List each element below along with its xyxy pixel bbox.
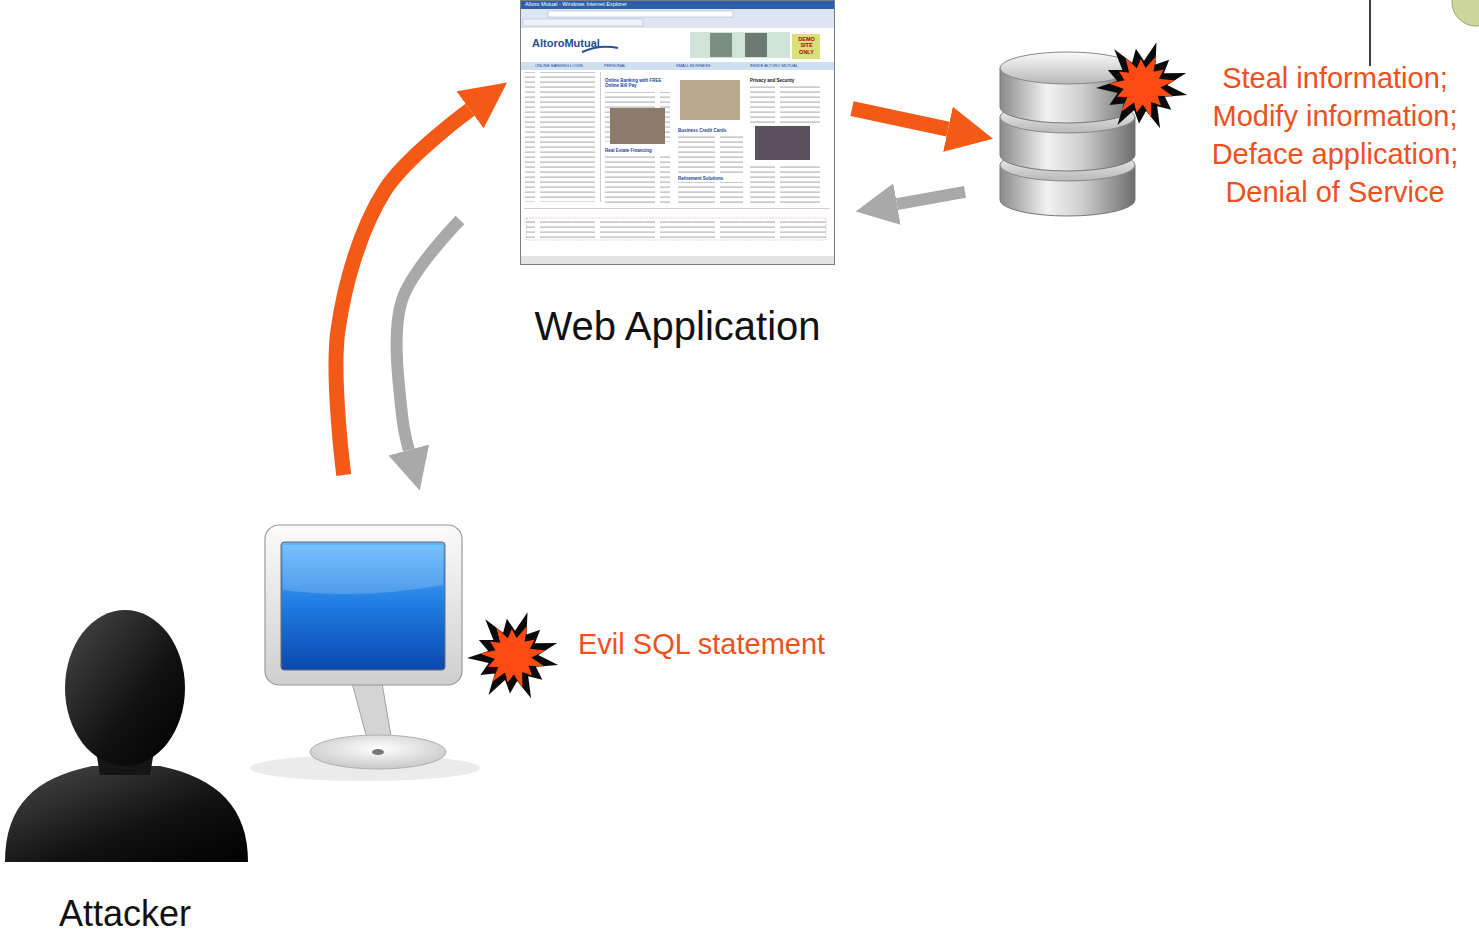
explosion-inner bbox=[1109, 56, 1175, 118]
response-arrow bbox=[397, 220, 460, 450]
actor-label: Attacker bbox=[30, 893, 220, 934]
attacker-silhouette bbox=[5, 610, 248, 862]
content-heading: Real Estate Financing bbox=[605, 148, 673, 153]
leader-line bbox=[1369, 0, 1371, 66]
computer-icon bbox=[250, 525, 480, 781]
nav-item: INSIDE ALTORO MUTUAL bbox=[750, 64, 830, 69]
nav-item: PERSONAL bbox=[604, 64, 669, 69]
nav-item: ONLINE BANKING LOGIN bbox=[535, 64, 600, 69]
node-title: Web Application bbox=[475, 300, 880, 352]
result-arrow bbox=[897, 192, 965, 204]
browser-screenshot bbox=[521, 1, 835, 265]
explosion-inner bbox=[480, 626, 546, 688]
site-logo: AltoroMutual bbox=[532, 37, 632, 50]
content-heading: Privacy and Security bbox=[750, 78, 820, 83]
content-heading: Online Banking with FREE Online Bill Pay bbox=[605, 78, 673, 88]
computer-node: Evil SQL statement bbox=[265, 525, 462, 775]
content-heading: Retirement Solutions bbox=[678, 176, 746, 181]
explosion-symbol bbox=[1096, 42, 1187, 128]
query-arrow bbox=[852, 109, 948, 130]
database-node: Steal information; Modify information; D… bbox=[1000, 50, 1135, 215]
nav-item: SMALL BUSINESS bbox=[676, 64, 746, 69]
explosion-outer bbox=[1096, 42, 1187, 128]
impact-list: Steal information; Modify information; D… bbox=[1200, 59, 1470, 211]
request-arrow bbox=[336, 110, 470, 475]
attack-label: Evil SQL statement bbox=[578, 626, 878, 664]
explosion-symbol bbox=[467, 612, 558, 698]
explosion-outer bbox=[467, 612, 558, 698]
site-badge: DEMO SITE ONLY bbox=[793, 36, 820, 55]
content-heading: Business Credit Cards bbox=[678, 128, 746, 133]
window-title: Altoro Mutual - Windows Internet Explore… bbox=[525, 1, 725, 7]
corner-blob bbox=[1452, 0, 1479, 26]
